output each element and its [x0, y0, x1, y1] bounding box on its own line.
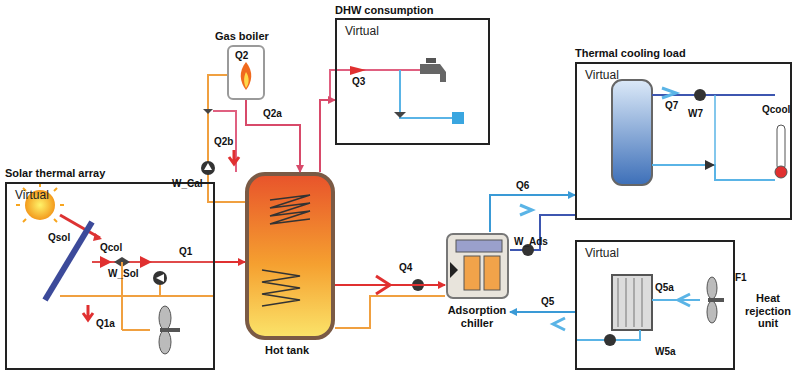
- boiler-box: Gas boilerQ2: [227, 45, 265, 100]
- node-label: Solar thermal array: [5, 167, 105, 179]
- virtual-tag: Virtual: [585, 246, 619, 260]
- flow-label: Q4: [398, 262, 413, 273]
- flow-label: Q7: [665, 100, 678, 111]
- flow-label: Qsol: [48, 232, 70, 243]
- cooling-load-region: Thermal cooling loadVirtual: [575, 62, 792, 220]
- flow-label: W_Ads: [514, 236, 548, 247]
- pipe-connector: [320, 100, 335, 172]
- pipe-connector: [215, 261, 245, 263]
- node-label: Adsorption chiller: [437, 304, 517, 329]
- pipe-connector: [335, 284, 445, 286]
- node-label: Thermal cooling load: [575, 47, 686, 59]
- flow-label: Q2b: [214, 136, 233, 147]
- flow-label: Q5a: [655, 282, 674, 293]
- pipe-connector: [490, 195, 575, 232]
- flow-label: F1: [735, 272, 747, 283]
- virtual-tag: Virtual: [15, 188, 49, 202]
- virtual-tag: Virtual: [345, 24, 379, 38]
- flow-label: Qcool: [762, 104, 790, 115]
- flow-label: W5a: [655, 346, 676, 357]
- flow-label: Q6: [515, 180, 530, 191]
- flow-label: Q3: [352, 76, 365, 87]
- flow-label: W7: [688, 108, 703, 119]
- chiller-unit: Adsorption chiller: [445, 232, 510, 300]
- node-label: Hot tank: [265, 344, 309, 356]
- flow-label: W_Cal: [172, 178, 203, 189]
- pipe-connector: [246, 100, 300, 172]
- node-label: DHW consumption: [335, 4, 433, 16]
- flow-label: Q5: [540, 296, 555, 307]
- flow-label: Qcol: [100, 242, 122, 253]
- flow-label: W_Sol: [108, 268, 139, 279]
- virtual-tag: Virtual: [585, 68, 619, 82]
- node-label: Gas boiler: [215, 30, 269, 42]
- hot-tank: Hot tank: [245, 172, 335, 340]
- flow-label: Q1: [178, 246, 193, 257]
- node-label: Q2: [235, 50, 248, 61]
- flow-label: Q2a: [262, 108, 283, 119]
- node-label: Heat rejection unit: [740, 292, 796, 330]
- flow-label: Q1a: [96, 318, 115, 329]
- pipe-connector: [510, 311, 575, 313]
